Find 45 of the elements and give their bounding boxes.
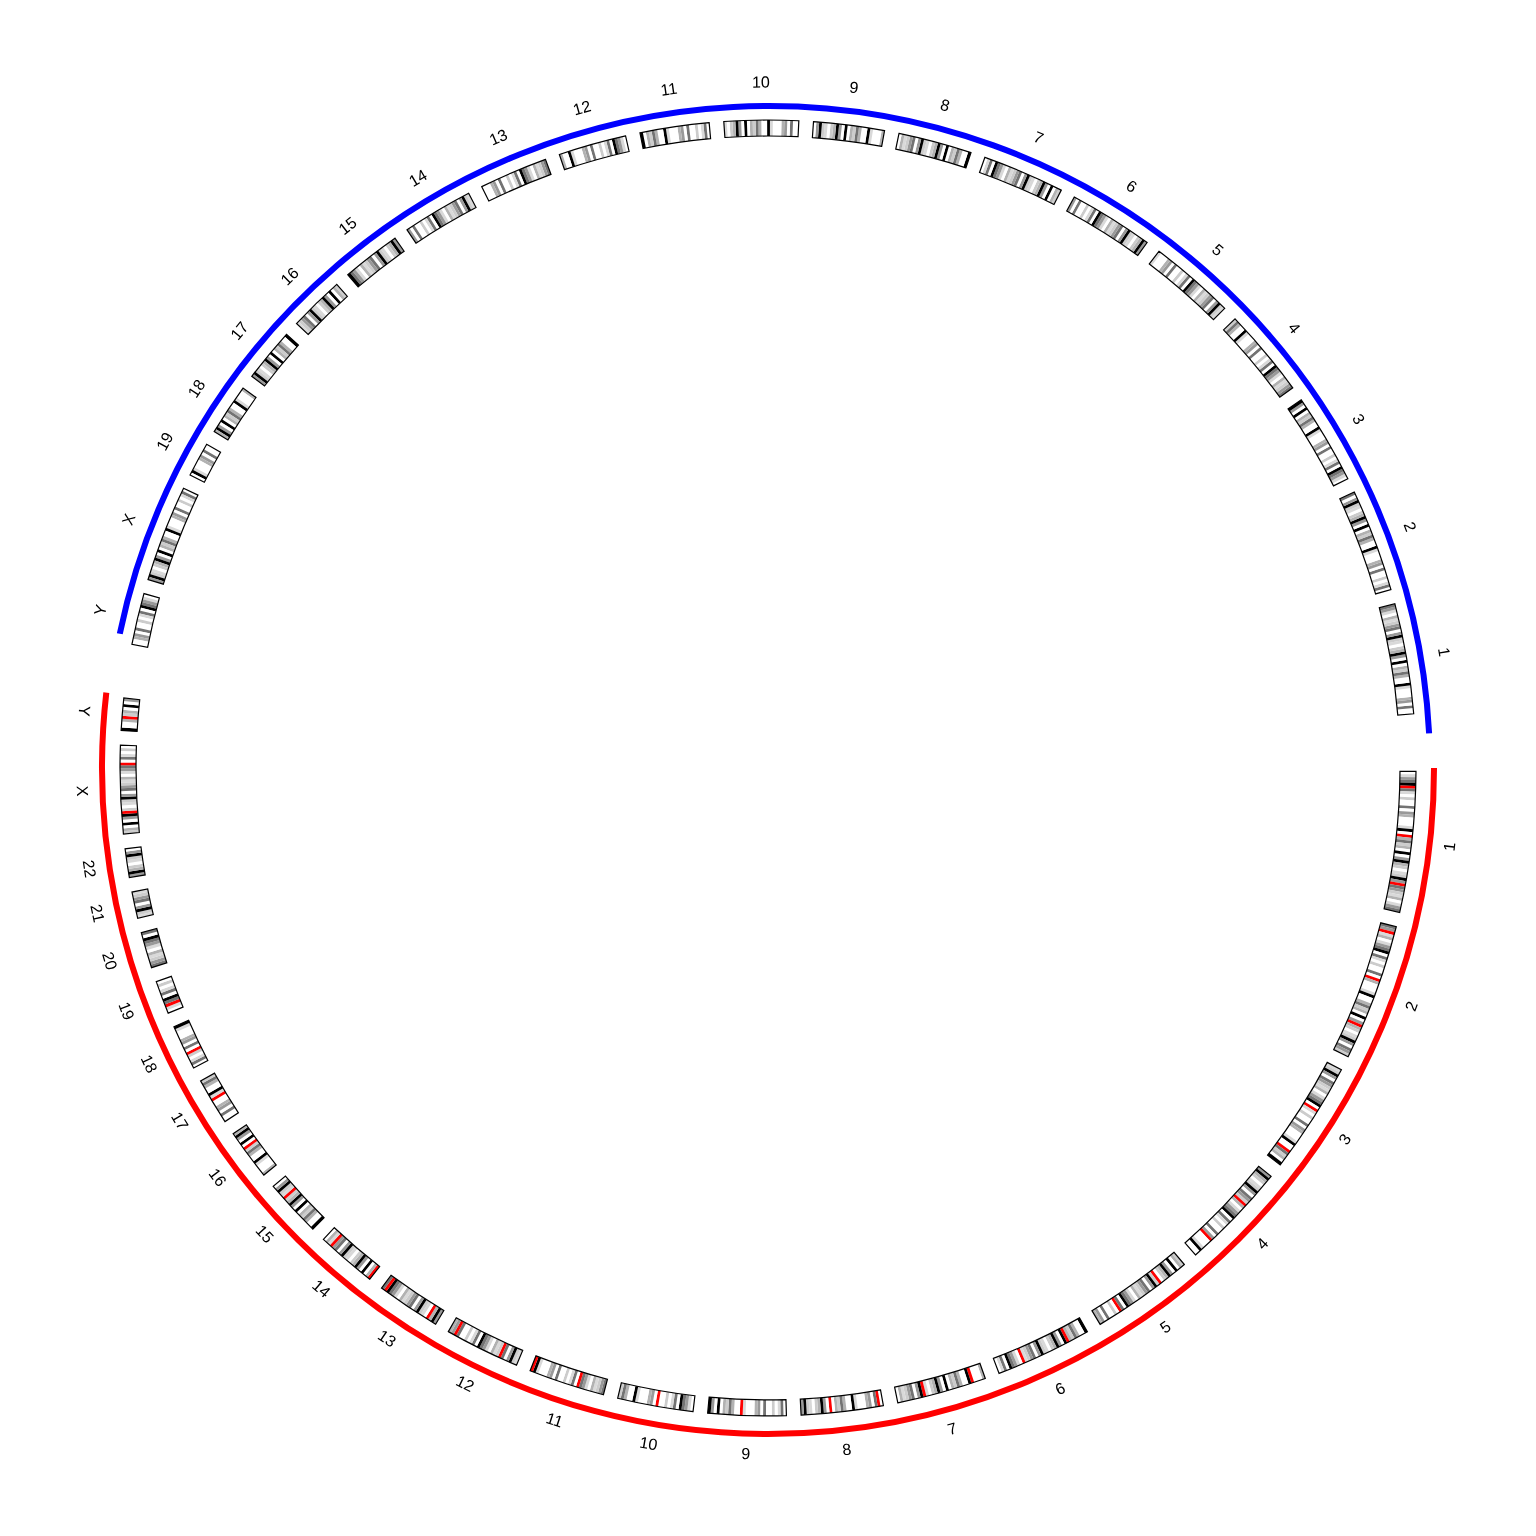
chromosome-label: 10 bbox=[640, 1437, 657, 1450]
chromosome-label: 15 bbox=[339, 216, 357, 235]
chromosome-label: 12 bbox=[455, 1376, 474, 1393]
chromosome-label: 2 bbox=[1403, 522, 1416, 532]
chromosome-label: 14 bbox=[311, 1281, 331, 1298]
chromosome-label: 13 bbox=[490, 129, 508, 146]
chromosome-label: 19 bbox=[118, 1002, 134, 1020]
chromosome-label: 9 bbox=[742, 1447, 750, 1460]
chromosome-label: 18 bbox=[189, 379, 205, 398]
chromosome-label: 19 bbox=[157, 433, 173, 451]
chromosome-label: 6 bbox=[1056, 1382, 1065, 1395]
chromosome-label: 1 bbox=[1438, 648, 1450, 657]
chromosome-label: 7 bbox=[947, 1422, 955, 1435]
chromosome-label: 3 bbox=[1353, 414, 1365, 425]
chromosome-label: 2 bbox=[1405, 1001, 1418, 1012]
chromosome-label: 13 bbox=[377, 1331, 396, 1347]
chromosome-label: Y bbox=[78, 706, 91, 717]
chromosome-label: 17 bbox=[231, 321, 247, 341]
chromosome-label: 8 bbox=[842, 1443, 851, 1456]
chromosome-label: 11 bbox=[661, 83, 678, 96]
chromosome-label: 22 bbox=[82, 860, 96, 878]
chromosome-label: Y bbox=[93, 604, 106, 614]
chromosome-label: 8 bbox=[940, 99, 950, 111]
chromosome-label: 16 bbox=[208, 1169, 226, 1186]
chromosome-label: 6 bbox=[1127, 181, 1137, 192]
chromosome-label: 9 bbox=[850, 81, 858, 94]
chromosome-label: 10 bbox=[753, 76, 770, 88]
chromosome-label: 5 bbox=[1159, 1320, 1171, 1333]
chromosome-label: 20 bbox=[102, 952, 117, 970]
chromosome-label: 1 bbox=[1443, 843, 1456, 851]
chromosome-label: 11 bbox=[546, 1413, 561, 1428]
chromosome-label: 7 bbox=[1034, 131, 1045, 143]
chromosome-label: 21 bbox=[90, 904, 105, 923]
chromosome-label: X bbox=[121, 513, 136, 527]
chromosome-label: 5 bbox=[1212, 243, 1224, 256]
chromosome-label: X bbox=[76, 786, 89, 797]
chromosome-label: 12 bbox=[573, 100, 592, 116]
chromosome-label: 14 bbox=[409, 169, 427, 187]
chromosome-label: 17 bbox=[171, 1112, 189, 1128]
chromosome-label: 4 bbox=[1289, 325, 1301, 334]
chromosome-label: 16 bbox=[281, 267, 299, 286]
chromosome-label: 15 bbox=[255, 1226, 274, 1243]
chromosome-label: 18 bbox=[140, 1055, 157, 1073]
chromosome-label: 4 bbox=[1259, 1238, 1268, 1249]
chromosome-label: 3 bbox=[1339, 1134, 1351, 1145]
